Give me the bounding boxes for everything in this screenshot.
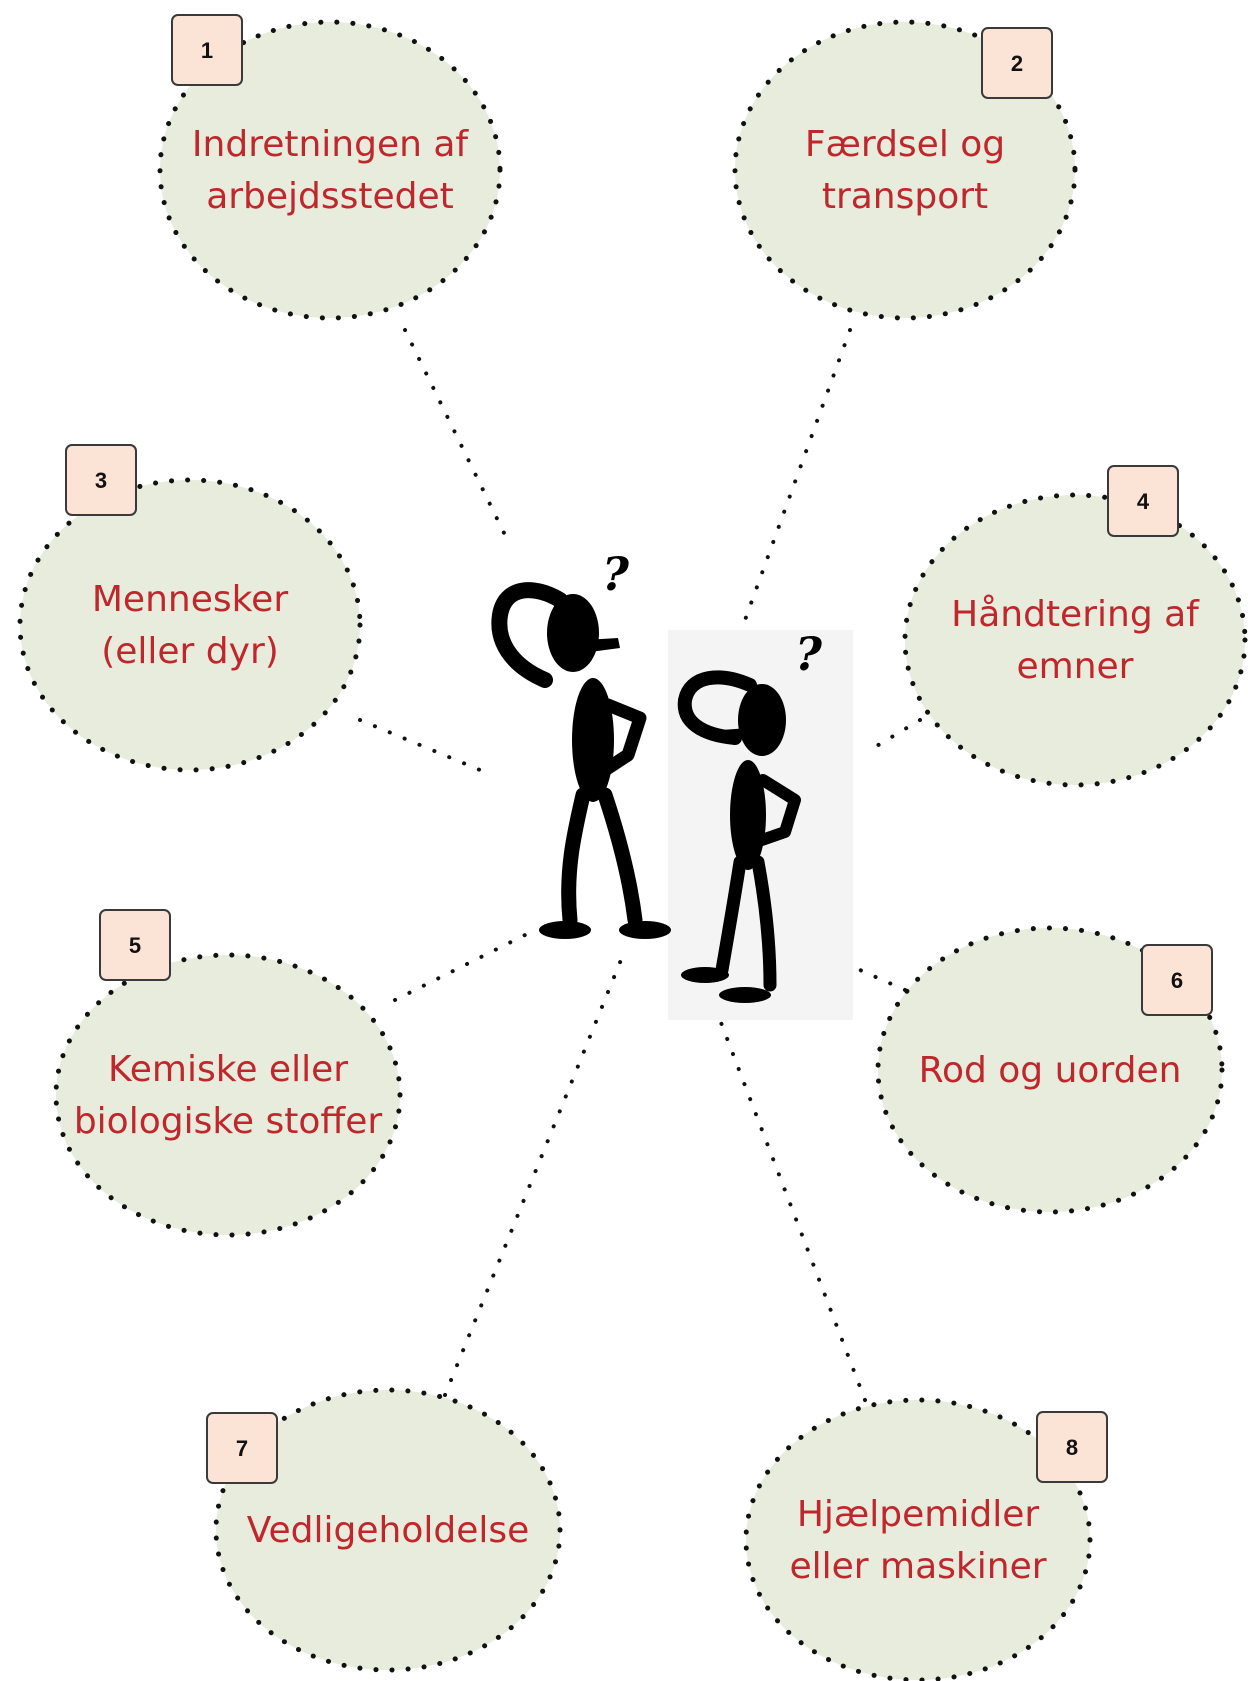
connector-line-2: [743, 328, 852, 622]
bubble-shape: [875, 925, 1225, 1215]
bubble-shape: [743, 1397, 1093, 1681]
question-mark-icon: ?: [602, 547, 630, 601]
bubble-shape: [157, 19, 503, 321]
topic-bubble-3: Mennesker (eller dyr) 3: [17, 444, 363, 773]
topic-label-line: Indretningen af: [192, 124, 470, 165]
topic-label-line: emner: [1017, 646, 1134, 687]
number-badge: 1: [171, 14, 243, 86]
connector-lines: [358, 328, 922, 1402]
badge-number: 3: [95, 468, 107, 493]
question-mark-icon: ?: [795, 627, 823, 681]
topic-bubble-1: Indretningen af arbejdsstedet 1: [157, 14, 503, 321]
topic-bubble-8: Hjælpemidler eller maskiner 8: [743, 1397, 1108, 1681]
badge-number: 8: [1066, 1435, 1078, 1460]
topic-label-line: Mennesker: [92, 579, 288, 620]
badge-number: 7: [236, 1436, 248, 1461]
topic-label-line: Kemiske eller: [108, 1049, 348, 1090]
connector-line-7: [443, 948, 627, 1397]
connector-line-4: [868, 718, 922, 752]
topic-label-line: arbejdsstedet: [206, 176, 454, 217]
topic-bubble-4: Håndtering af emner 4: [902, 465, 1248, 788]
connector-line-1: [403, 328, 507, 537]
badge-number: 4: [1137, 489, 1150, 514]
left-puzzled-figure: ?: [491, 547, 671, 939]
right-puzzled-figure: ?: [677, 627, 823, 1003]
topic-bubble-5: Kemiske eller biologiske stoffer 5: [53, 909, 403, 1238]
number-badge: 2: [981, 27, 1053, 99]
number-badge: 3: [65, 444, 137, 516]
topic-label-line: Håndtering af: [951, 594, 1200, 635]
badge-number: 2: [1011, 51, 1023, 76]
bubble-shape: [53, 952, 403, 1238]
connector-line-3: [358, 718, 482, 772]
number-badge: 7: [206, 1412, 278, 1484]
puzzled-figures-icon: ? ?: [491, 547, 853, 1020]
topic-bubble-6: Rod og uorden 6: [875, 925, 1225, 1215]
bubble-shape: [17, 477, 363, 773]
badge-number: 6: [1171, 968, 1183, 993]
topic-bubble-2: Færdsel og transport 2: [732, 19, 1078, 321]
number-badge: 6: [1141, 944, 1213, 1016]
badge-number: 5: [129, 933, 141, 958]
bubble-shape: [213, 1387, 563, 1673]
topic-label-line: biologiske stoffer: [74, 1101, 383, 1142]
number-badge: 4: [1107, 465, 1179, 537]
topic-label-line: Færdsel og: [805, 124, 1005, 165]
connector-line-5: [393, 928, 537, 1002]
bubble-shape: [902, 492, 1248, 788]
connector-line-8: [718, 1018, 867, 1402]
topic-label-line: eller maskiner: [789, 1546, 1046, 1587]
badge-number: 1: [201, 38, 213, 63]
topic-label-line: Hjælpemidler: [797, 1494, 1039, 1535]
number-badge: 5: [99, 909, 171, 981]
topic-label-line: (eller dyr): [101, 631, 279, 672]
topic-label-line: Rod og uorden: [919, 1050, 1182, 1091]
topic-label-line: transport: [822, 176, 988, 217]
number-badge: 8: [1036, 1411, 1108, 1483]
topic-bubble-7: Vedligeholdelse 7: [206, 1387, 563, 1673]
topic-label-line: Vedligeholdelse: [247, 1510, 530, 1551]
